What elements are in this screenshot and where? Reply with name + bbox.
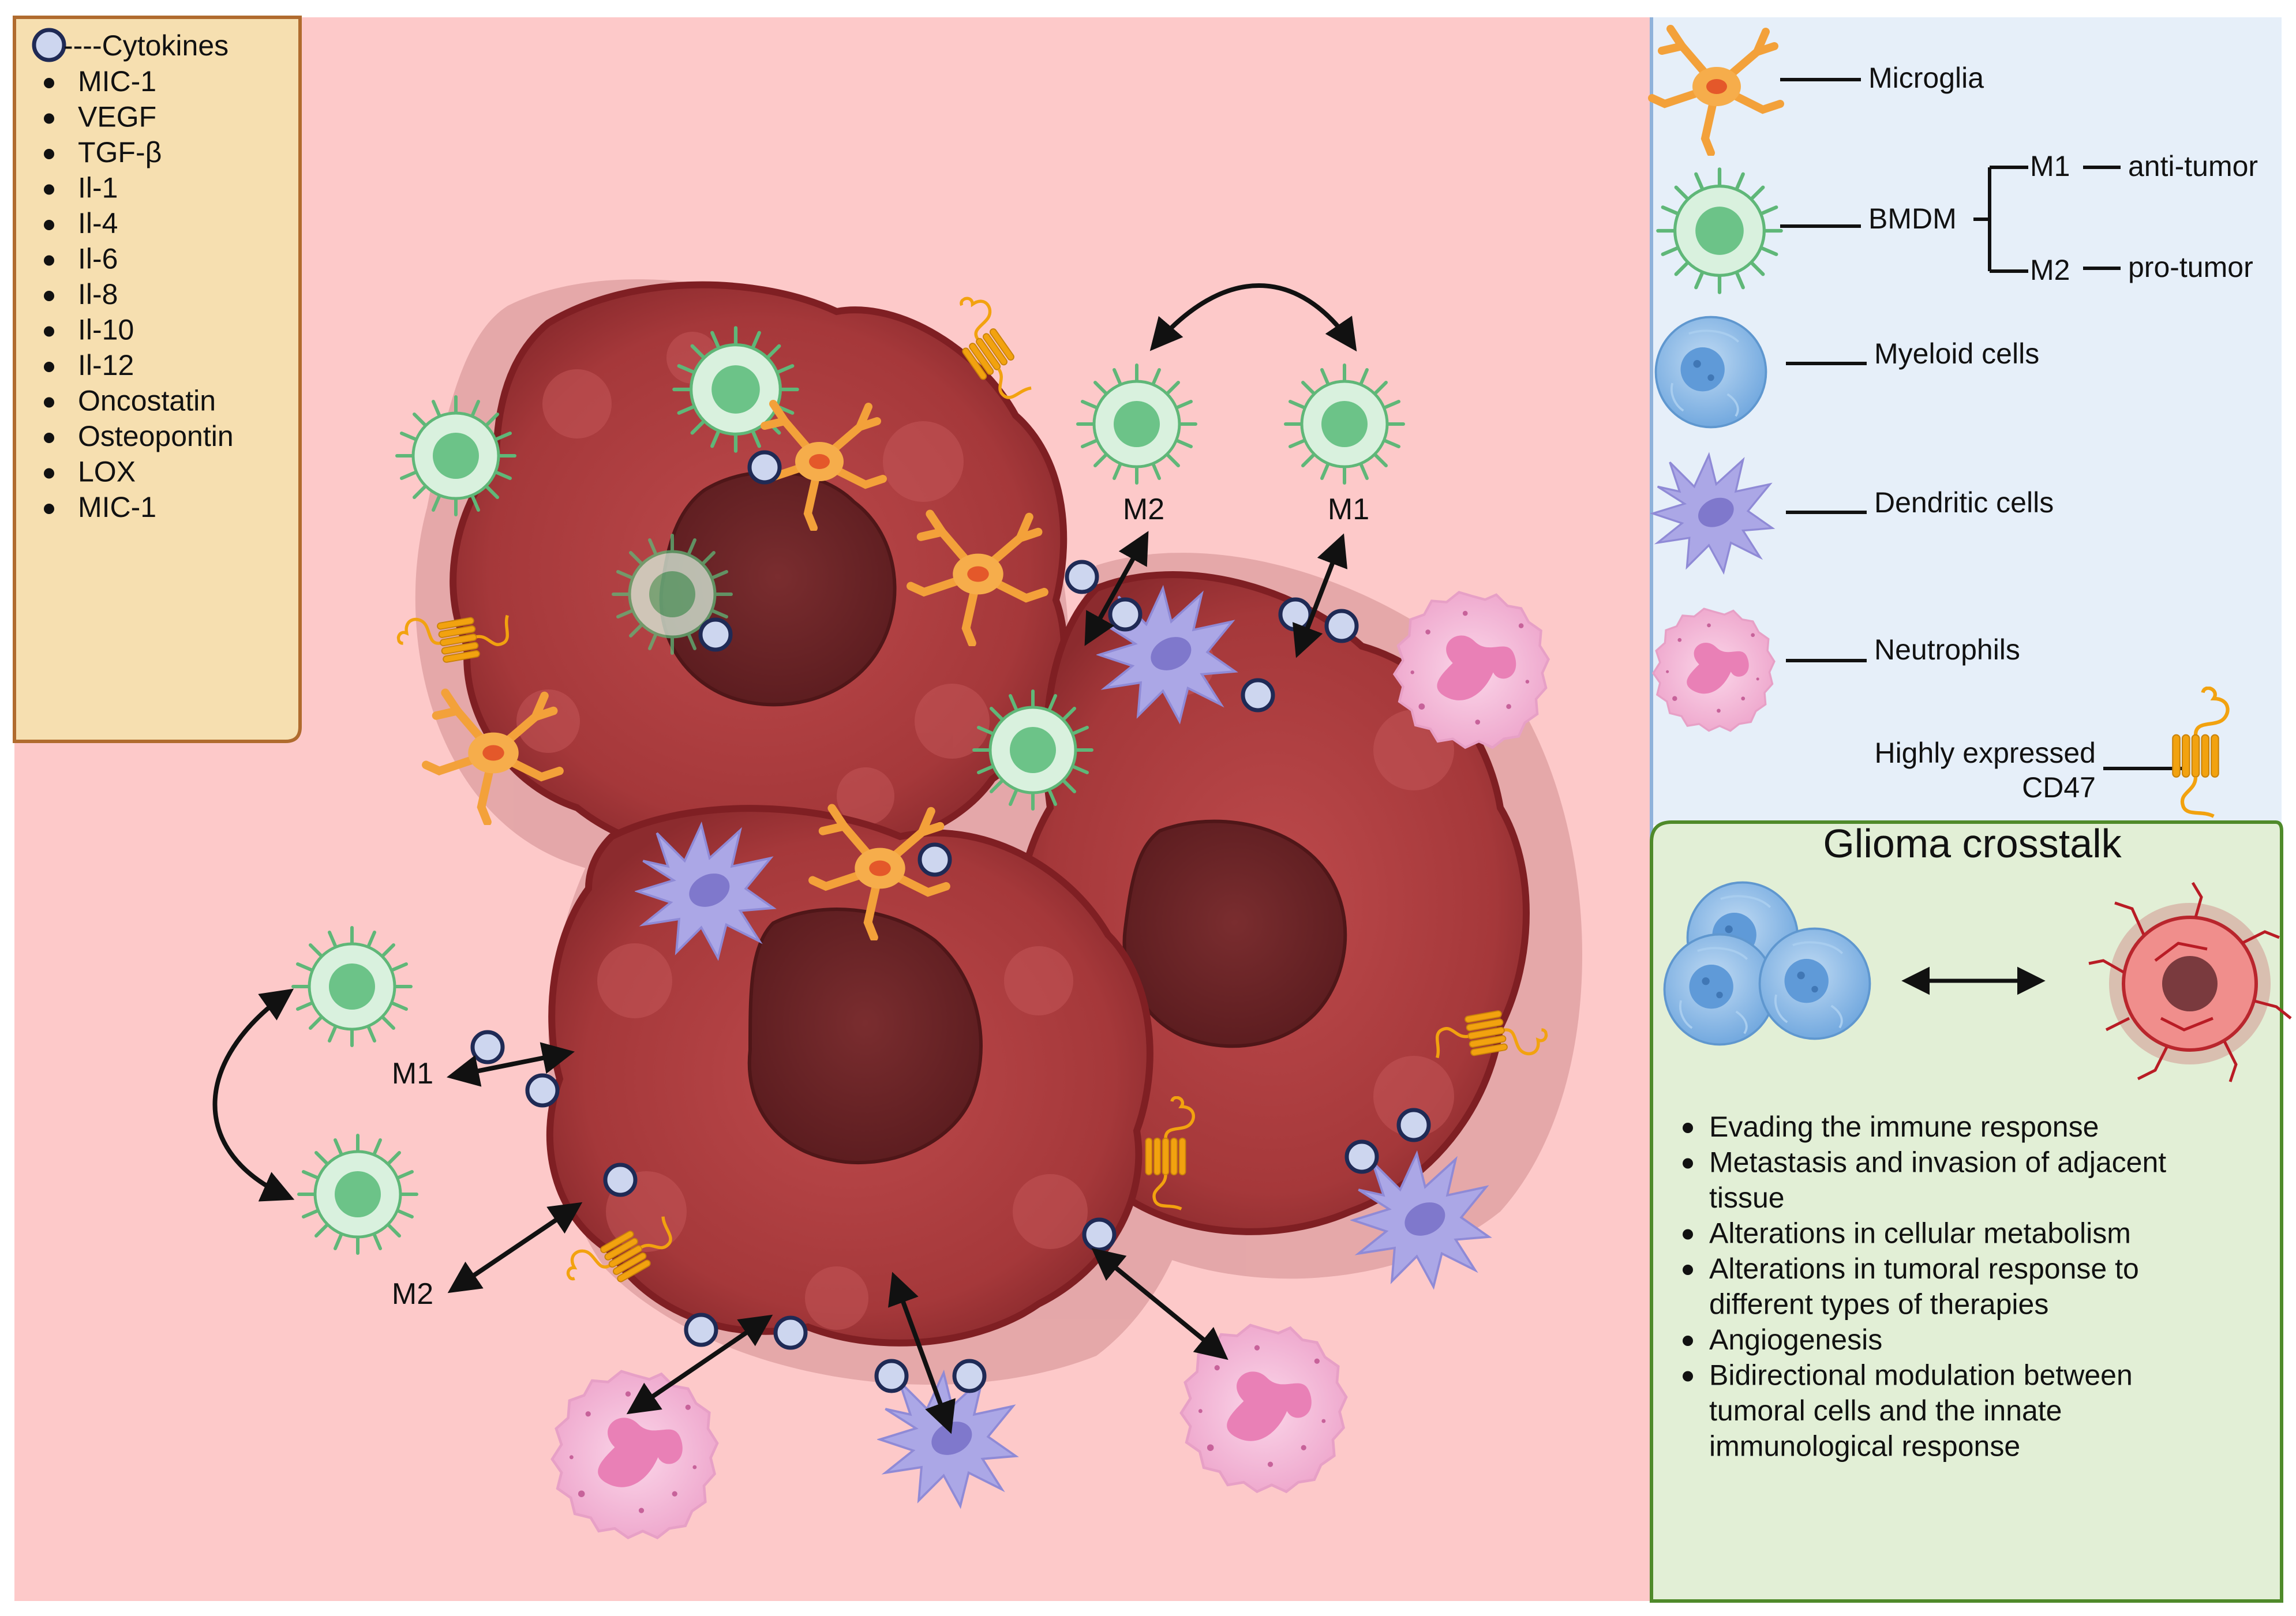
bmdm-cell [397, 397, 515, 515]
legend-neutrophils-label: Neutrophils [1874, 633, 2020, 666]
legend-cd47-label-line2: CD47 [2022, 771, 2096, 804]
cytokine-item: Il-8 [78, 278, 118, 310]
legend-bmdm-label: BMDM [1868, 203, 1957, 235]
crosstalk-bullet-text: tissue [1709, 1182, 1785, 1214]
cytokine-item: Il-6 [78, 243, 118, 275]
cytokine-item: MIC-1 [78, 65, 156, 98]
crosstalk-bullet [1683, 1158, 1693, 1169]
crosstalk-tumor-cell [2088, 882, 2292, 1082]
cytokine-bullet [44, 397, 54, 408]
cytokine-key-label: ----Cytokines [63, 29, 229, 62]
cytokine-bullet [44, 504, 54, 514]
crosstalk-bullet-text: Alterations in tumoral response to [1709, 1253, 2139, 1285]
bmdm-cell [1286, 365, 1403, 483]
bmdm-cell [1078, 365, 1196, 483]
crosstalk-bullet [1683, 1371, 1693, 1382]
cytokine-item: Oncostatin [78, 385, 216, 417]
cytokine-item: Il-1 [78, 172, 118, 204]
label-m2-top: M2 [1123, 493, 1164, 526]
crosstalk-bullet-text: Alterations in cellular metabolism [1709, 1217, 2131, 1250]
legend-microglia-label: Microglia [1868, 62, 1984, 94]
crosstalk-bullet-text: Evading the immune response [1709, 1111, 2099, 1143]
cytokine-item: VEGF [78, 101, 156, 133]
crosstalk-bullet-text: Bidirectional modulation between [1709, 1359, 2133, 1392]
legend-dendritic-label: Dendritic cells [1874, 486, 2054, 519]
tumor-cell-3 [546, 805, 1153, 1347]
label-m2-left: M2 [392, 1277, 433, 1311]
cytokine-bullet [44, 468, 54, 479]
bmdm-cell [293, 928, 411, 1045]
cytokine-bullet [44, 362, 54, 372]
crosstalk-bullet-text: immunological response [1709, 1430, 2020, 1463]
cytokine-bullet [44, 220, 54, 230]
legend-m1-label: M1 [2030, 150, 2070, 182]
legend-pro-tumor-label: pro-tumor [2128, 251, 2253, 283]
label-m1-left: M1 [392, 1057, 433, 1090]
cytokine-bullet [44, 255, 54, 266]
cytokine-panel: ----Cytokines MIC-1VEGFTGF-βIl-1Il-4Il-6… [13, 16, 302, 743]
cytokine-item: Il-4 [78, 207, 118, 239]
crosstalk-bullet [1683, 1229, 1693, 1240]
crosstalk-bullet-text: Metastasis and invasion of adjacent [1709, 1146, 2166, 1179]
tumor-cluster [415, 279, 1583, 1385]
legend-myeloid-icon [1654, 316, 1767, 429]
cytokine-bullet [44, 113, 54, 124]
cytokine-item: Il-12 [78, 349, 134, 381]
legend-m2-label: M2 [2030, 254, 2070, 286]
bmdm-cell [674, 328, 797, 451]
crosstalk-bullet-text: different types of therapies [1709, 1288, 2048, 1321]
bmdm-cell [299, 1135, 417, 1253]
cytokine-item: Osteopontin [78, 420, 234, 452]
cytokine-item: Il-10 [78, 314, 134, 346]
cytokine-bullet [44, 326, 54, 337]
legend-bmdm-icon [1658, 169, 1781, 292]
legend-anti-tumor-label: anti-tumor [2128, 150, 2258, 182]
crosstalk-title: Glioma crosstalk [1823, 821, 2122, 866]
cytokine-bullet [44, 291, 54, 301]
crosstalk-bullet-text: tumoral cells and the innate [1709, 1394, 2062, 1427]
cytokine-item: LOX [78, 456, 136, 488]
legend-cd47-label-line1: Highly expressed [1874, 737, 2096, 769]
cytokine-bullet [44, 184, 54, 195]
cytokine-bullet [44, 433, 54, 443]
cytokine-bullet [44, 78, 54, 88]
crosstalk-bullet [1683, 1265, 1693, 1275]
cytokine-list: MIC-1VEGFTGF-βIl-1Il-4Il-6Il-8Il-10Il-12… [44, 65, 234, 523]
legend-panel: Microglia BMDM M1 anti-tumor M2 pro-tumo… [1650, 17, 2282, 1601]
cytokine-item: TGF-β [78, 136, 162, 168]
cytokine-icon [32, 28, 66, 62]
crosstalk-panel: Glioma crosstalk [1650, 820, 2292, 1603]
crosstalk-bullet [1683, 1336, 1693, 1346]
tumor-cell-1 [450, 281, 1068, 860]
bmdm-cell [974, 691, 1092, 809]
cytokine-item: MIC-1 [78, 491, 156, 523]
legend-myeloid-label: Myeloid cells [1874, 338, 2039, 370]
cytokine-bullet [44, 149, 54, 159]
label-m1-top: M1 [1328, 493, 1369, 526]
crosstalk-bullet-text: Angiogenesis [1709, 1323, 1882, 1356]
crosstalk-bullet [1683, 1123, 1693, 1133]
interaction-arrows [212, 283, 1357, 1434]
